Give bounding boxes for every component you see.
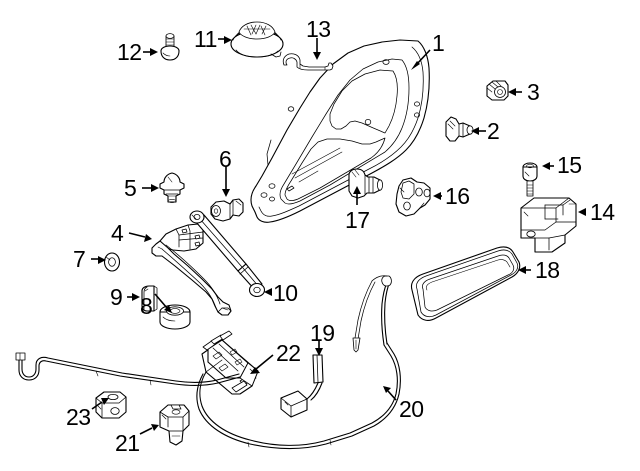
callout-label-10: 10 — [273, 280, 298, 306]
part-spacer-pad — [141, 285, 158, 312]
callout-label-22: 22 — [276, 340, 301, 366]
part-striker-bolt — [522, 162, 538, 197]
callout-label-23: 23 — [66, 404, 91, 430]
callout-label-9: 9 — [110, 284, 123, 310]
callout-label-12: 12 — [117, 39, 142, 65]
callout-label-6: 6 — [219, 146, 232, 172]
part-hinge-assembly — [151, 223, 232, 316]
leader-lines — [91, 36, 586, 435]
part-emblem-badge — [230, 21, 284, 58]
callout-label-5: 5 — [124, 175, 137, 201]
part-emblem-bolt — [160, 33, 180, 61]
part-ball-stud — [210, 198, 244, 222]
part-gas-support-strut — [189, 210, 266, 298]
callout-label-13: 13 — [306, 16, 331, 42]
callout-label-21: 21 — [115, 430, 140, 456]
callout-label-18: 18 — [535, 257, 560, 283]
part-hinge-bracket-plate — [395, 177, 431, 217]
part-cable-retainer-clip — [159, 404, 190, 446]
part-bumper-stop — [445, 116, 474, 142]
callout-label-7: 7 — [73, 246, 86, 272]
part-trunk-lid-panel — [250, 39, 430, 223]
callout-label-20: 20 — [399, 396, 424, 422]
callout-label-16: 16 — [445, 183, 470, 209]
callout-label-2: 2 — [487, 118, 500, 144]
part-weatherstrip-clip — [282, 53, 334, 71]
callout-label-11: 11 — [194, 26, 217, 52]
part-release-cable — [15, 275, 401, 449]
part-lock-latch-actuator — [201, 330, 259, 395]
callout-label-17: 17 — [345, 207, 370, 233]
part-cable-guide-clip — [95, 391, 127, 419]
callout-label-15: 15 — [557, 152, 582, 178]
callout-label-14: 14 — [590, 199, 615, 225]
part-washer-seal — [103, 252, 121, 272]
callout-label-8: 8 — [140, 293, 153, 319]
callout-label-1: 1 — [432, 30, 445, 56]
callout-label-3: 3 — [527, 79, 540, 105]
part-latch-striker-housing — [520, 197, 577, 253]
part-bump-stop-buffer — [159, 172, 185, 203]
part-bushing-grommet — [159, 304, 191, 330]
part-lid-weatherstrip-seal — [410, 246, 521, 321]
callout-label-19: 19 — [310, 320, 335, 346]
callout-label-4: 4 — [111, 220, 124, 246]
part-grommet-cap — [486, 80, 509, 101]
